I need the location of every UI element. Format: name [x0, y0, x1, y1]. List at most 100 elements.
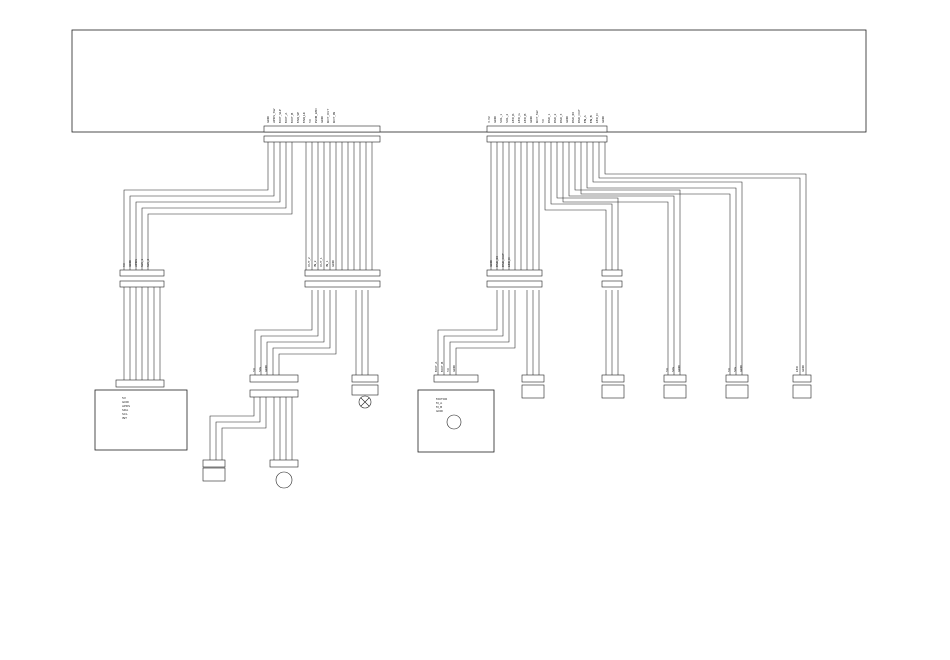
- header-b-top-row: [486, 125, 608, 133]
- pin-label: OUT_2: [307, 257, 311, 267]
- connector-c1-bottom: [119, 280, 165, 288]
- connector-c11-plug: [792, 374, 812, 383]
- pin-label: MOT_A: [284, 112, 288, 123]
- pin-label: PAD_OUT: [577, 109, 581, 123]
- pin-label: MOT_SLP: [278, 109, 282, 123]
- pin-label: PAD_OUT: [501, 253, 505, 267]
- pin-label: PAD_IN: [571, 112, 575, 123]
- pin-label: GND: [493, 115, 497, 123]
- connector-c5-left-tail: [202, 467, 226, 482]
- pin-label: GND: [801, 364, 805, 372]
- pin-label: FAN_LK: [302, 111, 306, 123]
- pin-label: EN_B: [589, 115, 593, 123]
- pin-label: SW_1: [140, 259, 144, 267]
- pin-label: MOTOR: [436, 397, 447, 401]
- header-a-top-row: [263, 125, 381, 133]
- pin-label: GND: [122, 400, 130, 404]
- pin-label: SW_2: [146, 259, 150, 267]
- pin-label: 5V: [541, 118, 545, 123]
- connector-c9-tail: [663, 384, 687, 399]
- connector-c2-bottom: [304, 280, 381, 288]
- connector-c5-right-plug: [269, 459, 299, 468]
- pin-label: SIG: [671, 366, 675, 372]
- pin-label: 5V: [665, 367, 669, 372]
- pin-label: LED_G: [517, 113, 521, 123]
- pin-label: 5V: [308, 118, 312, 123]
- header-a: [263, 125, 381, 143]
- wire: [209, 397, 267, 460]
- pin-label: 5V: [252, 367, 256, 372]
- pin-label: LED: [795, 365, 799, 372]
- pin-label: LED_B: [523, 114, 527, 123]
- connector-c10-tail: [725, 384, 749, 399]
- pin-label: GND: [331, 259, 335, 267]
- pin-label: 3.3V: [487, 115, 491, 123]
- pin-label: 5V: [727, 367, 731, 372]
- pin-label: GND: [601, 115, 605, 123]
- pin-label: EN_A: [583, 114, 587, 123]
- pin-label: GND: [436, 409, 444, 413]
- pin-label: 5V: [122, 262, 126, 267]
- connector-c5-top: [249, 374, 299, 383]
- connector-c7-plug: [521, 374, 545, 383]
- pin-label: 5V: [446, 367, 450, 372]
- wire: [598, 142, 807, 375]
- pin-label: MOT_B: [440, 362, 444, 372]
- wire: [580, 142, 743, 375]
- pin-label: IN_1: [325, 260, 329, 267]
- connector-c5-left-plug: [202, 459, 226, 468]
- harness-right: [437, 142, 807, 375]
- pin-label: SOL_1: [499, 114, 503, 123]
- pin-label: GND: [489, 259, 493, 267]
- connector-c6-plug: [351, 374, 379, 383]
- pin-label: LED_D: [595, 113, 599, 123]
- pin-label: PAD_2: [553, 114, 557, 123]
- connector-c4-top: [601, 269, 623, 277]
- wire: [123, 287, 161, 380]
- wire: [305, 142, 373, 270]
- connector-c1: [119, 269, 165, 380]
- connector-c2-top: [304, 269, 381, 277]
- harness-center: [254, 142, 373, 375]
- pin-label: 5V: [122, 396, 127, 400]
- pin-label: M_A: [436, 401, 443, 405]
- pin-label: PAD_1: [547, 114, 551, 123]
- wire: [254, 290, 337, 375]
- wire: [437, 290, 516, 375]
- pin-label: APDS: [134, 259, 138, 267]
- pin-label: MOT_B: [290, 113, 294, 123]
- pin-label: ROT_IN: [332, 112, 336, 123]
- connector-c6-tail: [351, 384, 379, 396]
- pin-label: M_B: [436, 405, 442, 409]
- box-middle-frame: [417, 389, 495, 453]
- box-middle-connector: [433, 374, 479, 383]
- wire: [490, 142, 540, 270]
- pin-label: IN_2: [313, 260, 317, 267]
- pin-label: SIG: [258, 366, 262, 372]
- device-c8: [601, 374, 625, 399]
- pin-label: GND: [677, 364, 681, 372]
- pin-label: GND: [529, 115, 533, 123]
- header-a-bottom-row: [263, 135, 381, 143]
- pin-label: GND: [266, 115, 270, 123]
- box-left-frame: [94, 389, 188, 451]
- pin-label: SIG: [733, 366, 737, 372]
- pin-label: ROT_OUT: [326, 109, 330, 123]
- pin-label: FAN_SP: [296, 112, 300, 123]
